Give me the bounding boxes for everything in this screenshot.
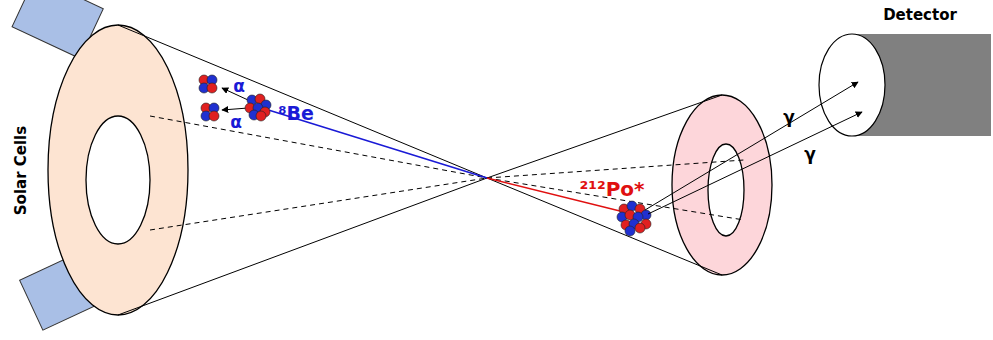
alpha-particles: [199, 75, 219, 121]
detector-cylinder: [812, 4, 991, 140]
alpha-label: α: [230, 114, 242, 131]
alpha-arrow: [222, 108, 248, 110]
detector-label: Detector: [850, 4, 990, 24]
cone-lines: [118, 25, 722, 315]
gamma-ray: [648, 112, 862, 214]
gamma-label: γ: [804, 146, 816, 163]
left-ring: [48, 25, 188, 315]
be-track: [262, 108, 487, 178]
right-hole: [708, 144, 744, 236]
alpha-label: α: [233, 78, 245, 95]
solar-cells-label: Solar Cells: [15, 125, 30, 214]
po-nucleus: [617, 201, 651, 236]
left-hole: [86, 116, 150, 244]
be-nucleus: [245, 94, 271, 121]
po-track: [487, 178, 632, 214]
po-label: ²¹²Po*: [579, 179, 644, 199]
gamma-label: γ: [783, 109, 795, 126]
hole-lines: [150, 116, 744, 230]
alpha-arrow: [222, 88, 248, 100]
gamma-ray: [645, 82, 858, 210]
be-label: ⁸Be: [278, 104, 314, 123]
detector: Detector: [812, 4, 991, 140]
